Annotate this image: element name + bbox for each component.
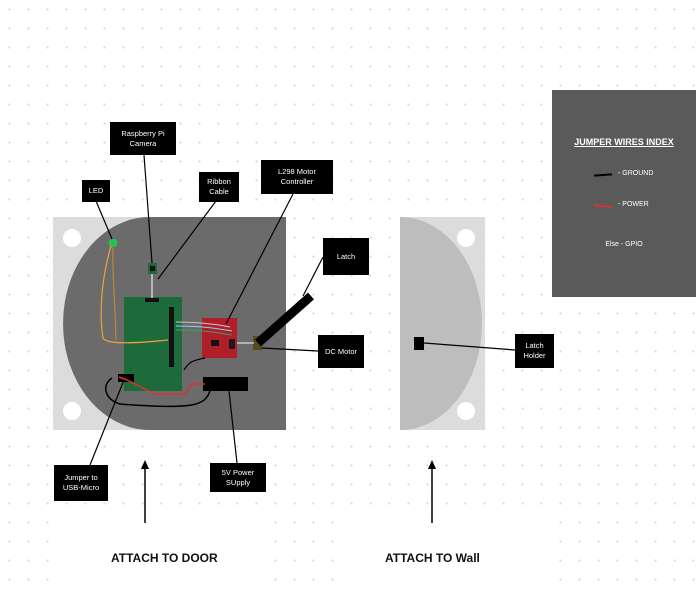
ground-wire bbox=[104, 377, 211, 408]
dc-motor-label: DC Motor bbox=[318, 335, 364, 368]
controller-chip bbox=[211, 340, 219, 346]
led-label: LED bbox=[82, 180, 110, 202]
legend-else-gpio: Else - GPIO bbox=[605, 241, 643, 248]
ribbon-cable-label: Ribbon Cable bbox=[199, 172, 239, 202]
usb-micro-leader bbox=[89, 379, 125, 466]
ground-swatch-icon bbox=[593, 173, 613, 177]
latch-holder-leader bbox=[423, 342, 516, 351]
mount-hole bbox=[63, 402, 81, 420]
legend-item-power: - POWER bbox=[552, 200, 696, 212]
led-wire bbox=[100, 245, 169, 344]
power-wire bbox=[118, 376, 205, 395]
dc-motor-leader bbox=[261, 347, 319, 352]
legend-item-label: - POWER bbox=[618, 201, 649, 208]
controller-leader bbox=[225, 193, 294, 325]
blank-background-patch bbox=[60, 512, 260, 595]
legend-title: JUMPER WIRES INDEX bbox=[574, 137, 674, 147]
power-swatch-icon bbox=[593, 204, 613, 208]
gpio-wire bbox=[175, 325, 233, 332]
led-ground-wire bbox=[112, 247, 117, 341]
wall-housing bbox=[400, 217, 482, 430]
power-supply-label: 5V Power SUpply bbox=[210, 463, 266, 492]
latch-holder-label: Latch Holder bbox=[515, 334, 554, 368]
l298-motor-controller-label: L298 Motor Controller bbox=[261, 160, 333, 194]
latch-leader bbox=[302, 256, 324, 297]
latch-holder-block bbox=[414, 337, 424, 350]
power-supply-leader bbox=[228, 390, 238, 464]
led-leader bbox=[95, 200, 113, 240]
usb-micro-connector bbox=[118, 374, 134, 382]
legend-item-label: - GROUND bbox=[618, 170, 654, 177]
door-arrow-icon bbox=[141, 460, 149, 523]
mount-hole bbox=[457, 402, 475, 420]
led-component bbox=[108, 238, 118, 248]
camera-lens bbox=[150, 266, 155, 271]
ribbon-cable-leader bbox=[157, 200, 217, 280]
ground-wire bbox=[183, 357, 206, 371]
controller-terminal bbox=[229, 339, 235, 349]
latch-arm bbox=[255, 292, 314, 347]
wall-mount-assembly bbox=[400, 217, 485, 430]
mount-hole bbox=[63, 229, 81, 247]
power-supply-block bbox=[203, 377, 248, 391]
camera-leader bbox=[143, 154, 153, 264]
blank-background-patch bbox=[350, 512, 550, 595]
jumper-wires-legend: JUMPER WIRES INDEX - GROUND - POWER Else… bbox=[552, 90, 696, 297]
camera-connector bbox=[145, 298, 159, 302]
dc-motor-body bbox=[253, 336, 262, 350]
gpio-header bbox=[169, 307, 174, 367]
gpio-wire bbox=[175, 321, 231, 328]
wall-arrow-icon bbox=[428, 460, 436, 523]
mount-hole bbox=[457, 229, 475, 247]
attach-to-wall-caption: ATTACH TO Wall bbox=[385, 551, 480, 565]
raspberry-pi-camera-label: Raspberry Pi Camera bbox=[110, 122, 176, 155]
attach-to-door-caption: ATTACH TO DOOR bbox=[111, 551, 218, 565]
latch-label: Latch bbox=[323, 238, 369, 275]
gpio-wire bbox=[175, 329, 233, 336]
jumper-to-usb-micro-label: Jumper to USB-Micro bbox=[54, 465, 108, 501]
legend-item-ground: - GROUND bbox=[552, 169, 696, 181]
